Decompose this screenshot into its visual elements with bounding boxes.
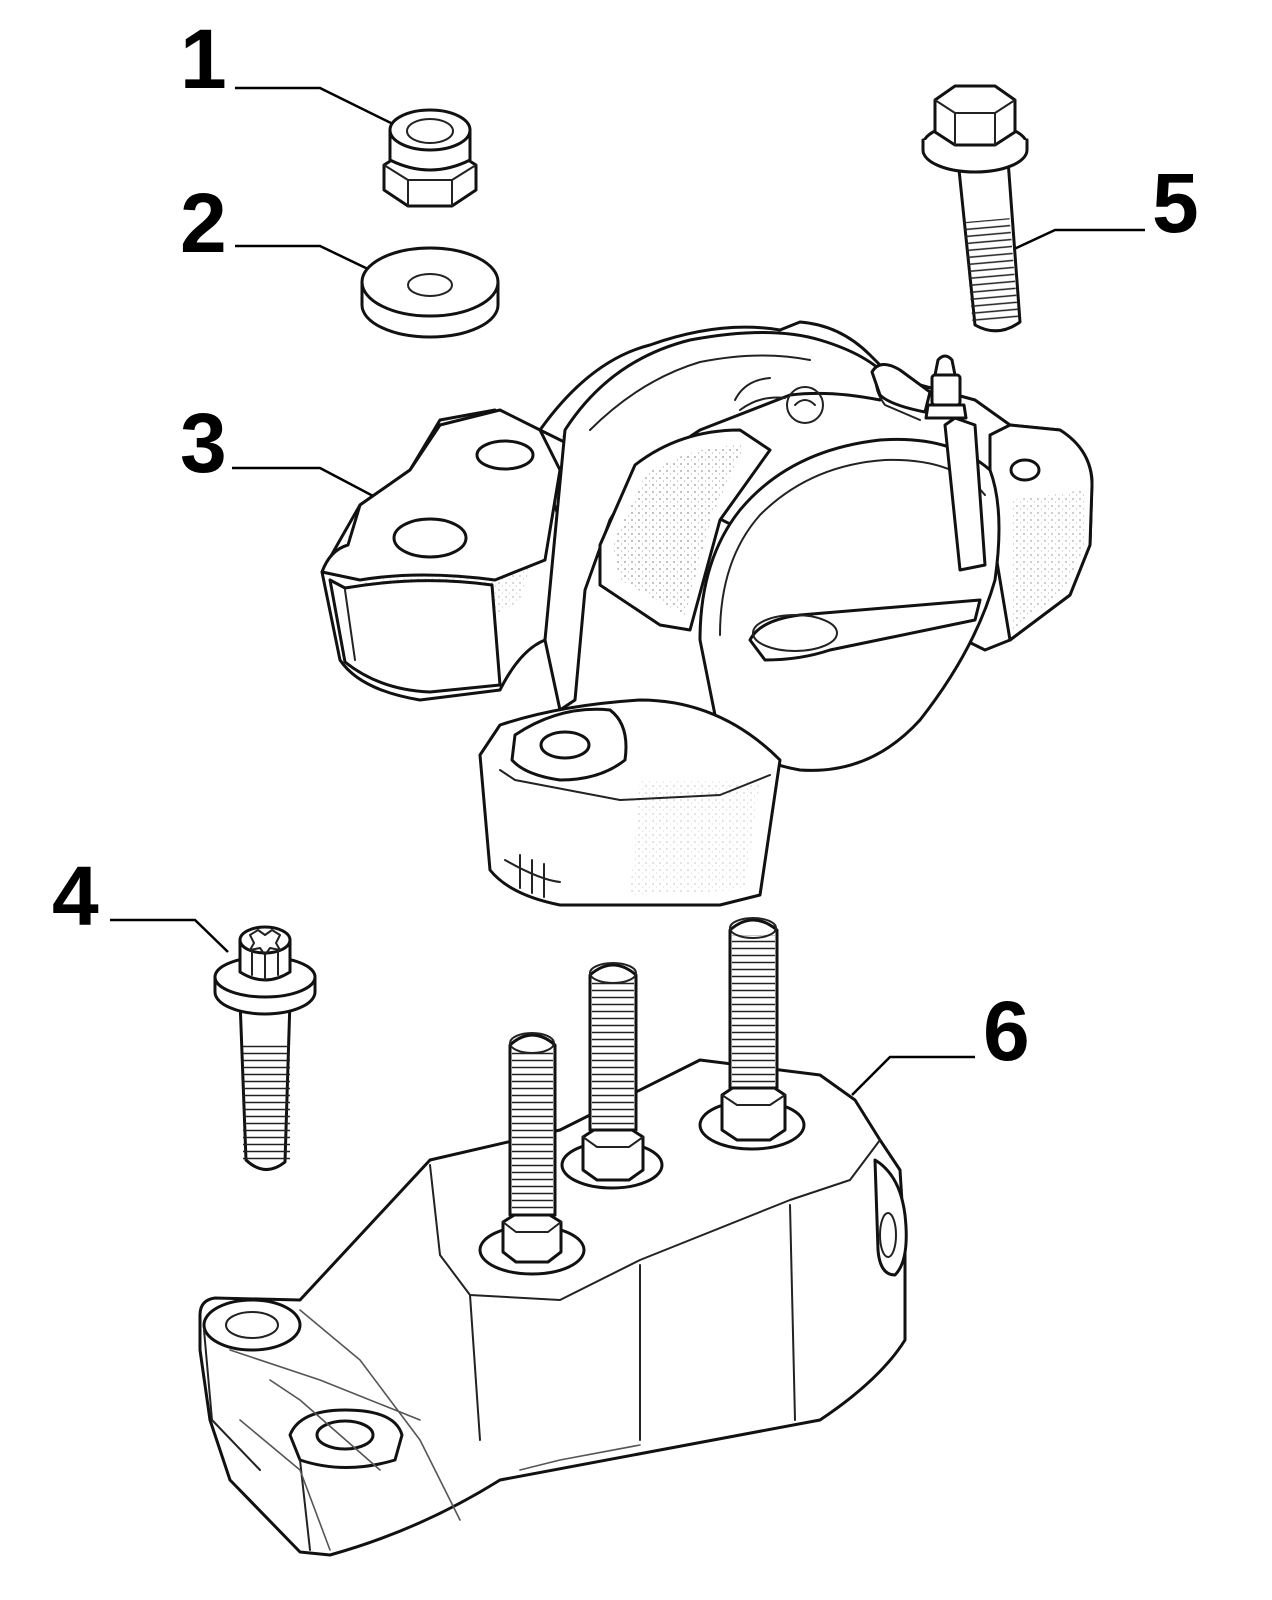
leader-2 [235, 244, 371, 272]
leader-4 [110, 918, 229, 953]
callout-5: 5 [1152, 156, 1199, 250]
flat-washer-icon [360, 246, 500, 339]
engine-mount-bracket-icon [320, 320, 1094, 907]
mounting-base-with-studs-icon [198, 917, 908, 1557]
callout-4: 4 [52, 849, 99, 943]
lock-nut-icon [382, 108, 478, 208]
callout-1: 1 [180, 12, 227, 106]
leader-lines [110, 86, 1145, 1096]
torx-flange-bolt-icon [213, 925, 317, 1171]
callout-2: 2 [180, 176, 227, 270]
leader-6 [851, 1055, 975, 1096]
callout-3: 3 [180, 396, 227, 490]
hex-flange-bolt-icon [921, 84, 1029, 333]
leader-3 [232, 466, 376, 499]
callout-6: 6 [983, 984, 1030, 1078]
leader-5 [1011, 228, 1145, 252]
leader-1 [235, 86, 396, 127]
